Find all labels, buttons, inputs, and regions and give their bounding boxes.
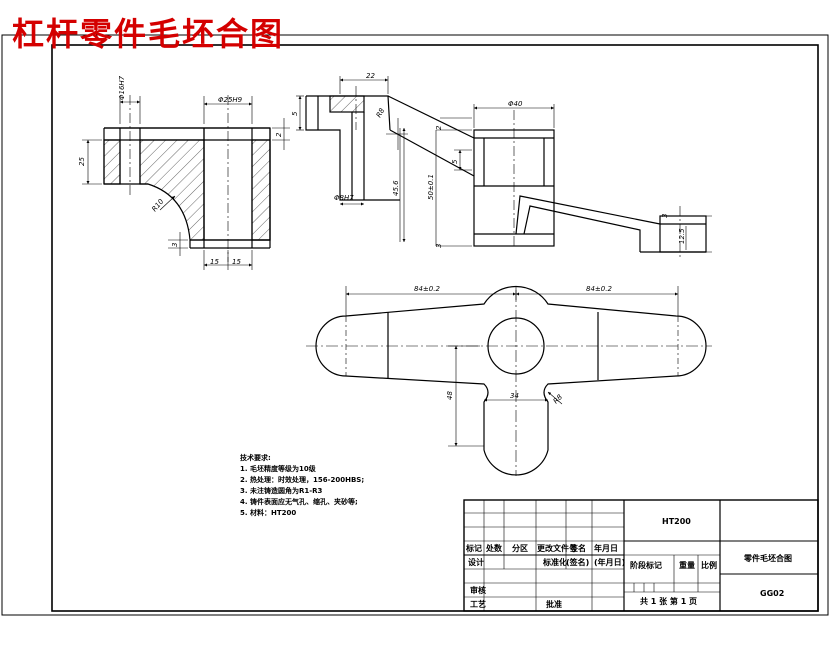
title-block: HT200 零件毛坯合图 GG02 共 1 张 第 1 页 标记 处数 分区 更… [463,499,819,612]
dim-small-bore: Φ16H7 [118,75,126,100]
tech-requirements: 技术要求: 1. 毛坯精度等级为10级 2. 热处理：时效处理，156-200H… [240,453,364,517]
tb-drawing-name: 零件毛坯合图 [743,553,792,563]
dim-pin-hole: Φ8H7 [334,194,354,202]
hatched-region-left [103,139,121,185]
dim-left-arm-length: 84±0.2 [414,285,440,293]
tb-header-date: 年月日 [594,543,618,553]
tech-item-4: 4. 铸件表面应无气孔、缩孔、夹砂等; [240,497,358,506]
tb-header-change-doc: 更改文件号 [537,543,577,553]
dim-bottom-step-b: 3 [661,214,669,218]
tech-heading: 技术要求: [240,453,271,462]
page-title: 杠杆零件毛坯合图 [12,15,285,53]
section-view-dimensions [82,96,290,270]
outer-frame [1,34,829,616]
dim-total-height: 50±0.1 [427,174,435,200]
dim-half-width-left: 15 [210,258,219,266]
tb-drawing-code: GG02 [760,589,784,598]
dim-fork-radius: R8 [375,106,387,119]
tb-scale-label: 比例 [701,560,717,570]
top-view [306,285,712,476]
dim-large-bore: Φ25H9 [218,96,243,104]
section-view [103,95,271,262]
tech-item-2: 2. 热处理：时效处理，156-200HBS; [240,475,364,484]
dim-fillet: R10 [150,197,165,213]
inner-frame [51,44,819,612]
dim-fork-height: 5 [291,111,299,116]
tb-standardization: 标准化 [542,557,567,567]
tb-material: HT200 [662,517,691,526]
top-view-dimensions [345,286,679,447]
front-view [305,86,707,258]
tb-weight-label: 重量 [679,560,695,570]
tb-date-placeholder: (年月日) [594,557,625,567]
tb-header-mark: 标记 [465,543,482,553]
dim-boss-step: 5 [451,159,459,164]
tb-process: 工艺 [470,599,486,609]
tb-sign-placeholder: (签名) [566,557,589,567]
dim-half-width-right: 15 [232,258,241,266]
dim-height: 25 [78,157,86,166]
tb-header-count: 处数 [485,543,503,553]
dim-boss-diameter: Φ40 [508,100,523,108]
dim-neck-width: 34 [510,392,519,400]
dim-boss-top: 2 [435,125,443,130]
dim-bottom-step-a: 3 [435,244,443,248]
tb-stage-label: 阶段标记 [630,560,662,570]
tb-sheet-info: 共 1 张 第 1 页 [640,596,697,606]
hatched-region-mid [139,139,205,241]
dim-fork-width: 22 [366,72,375,80]
dim-arm-height: 45.6 [392,180,400,196]
tb-review: 审核 [470,585,486,595]
tb-header-sign: 签名 [569,543,586,553]
dim-vertical-arm: 48 [446,391,454,400]
dim-top-allowance: 2 [275,132,283,137]
dim-arm-end: 12.5 [678,228,686,244]
dim-bottom-allowance: 3 [171,243,179,247]
dim-neck-fillet: R8 [552,393,565,406]
tech-item-5: 5. 材料：HT200 [240,508,296,517]
hatched-region-right [251,139,271,241]
front-view-dimensions [296,76,712,253]
tb-approve: 批准 [546,599,562,609]
tech-item-1: 1. 毛坯精度等级为10级 [240,464,317,473]
tech-item-3: 3. 未注铸造圆角为R1-R3 [240,486,323,495]
tb-header-zone: 分区 [512,543,528,553]
dim-right-arm-length: 84±0.2 [586,285,612,293]
tb-design: 设计 [468,557,484,567]
